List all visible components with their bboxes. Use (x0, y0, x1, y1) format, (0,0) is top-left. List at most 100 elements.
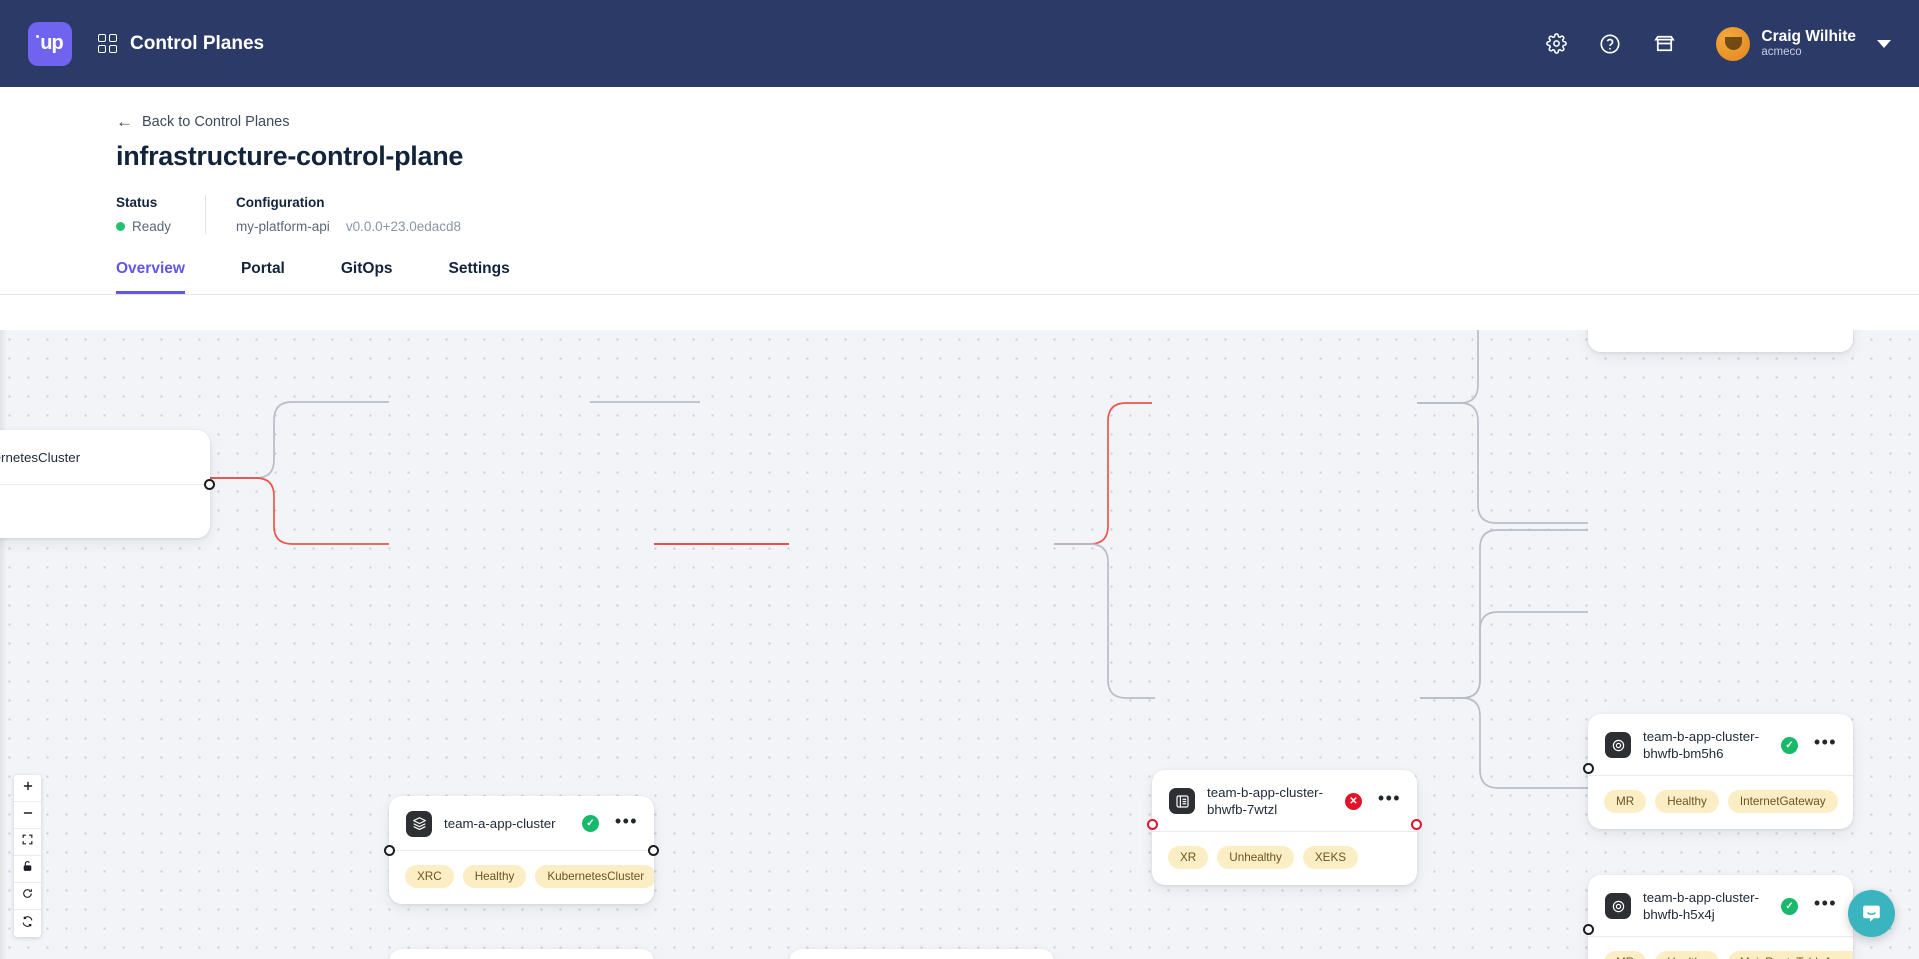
tab-gitops[interactable]: GitOps (340, 260, 393, 277)
zoom-out-button[interactable] (14, 802, 41, 829)
node-tag: XEKS (1302, 846, 1359, 870)
user-name: Craig Wilhite (1761, 27, 1856, 45)
minus-icon (21, 806, 35, 825)
node-handle-left[interactable] (1583, 924, 1594, 935)
node-handle-right[interactable] (648, 845, 659, 856)
tab-underline (0, 294, 1919, 295)
node-tag-list: XR Unhealthy XEKS (1152, 832, 1417, 885)
logo-dot (36, 35, 40, 38)
node-title: team-b-app-cluster-bhwfb-7wtzl (1207, 785, 1324, 818)
node-tag: MR (1604, 790, 1647, 814)
node-menu-button[interactable]: ••• (614, 810, 638, 831)
node-handle-right[interactable] (1411, 819, 1422, 830)
fit-view-button[interactable] (14, 829, 41, 856)
target-icon (1605, 893, 1631, 920)
page-header: ← Back to Control Planes infrastructure-… (0, 87, 1919, 234)
user-menu[interactable]: Craig Wilhite acmeco (1716, 26, 1891, 61)
graph-node-team-b-app-cluster-bhwfb-7wtzl[interactable]: team-b-app-cluster-bhwfb-7wtzl ✕ ••• XR Unhe… (1152, 770, 1417, 886)
status-value: Ready (132, 219, 172, 234)
node-menu-button[interactable]: ••• (1377, 788, 1401, 809)
configuration-value: my-platform-api v0.0.0+23.0edacd8 (236, 219, 461, 234)
marketplace-icon[interactable] (1648, 28, 1680, 60)
node-divider (1588, 936, 1853, 938)
logo-text: up (40, 32, 63, 54)
node-tag: MainRouteTableAssoc (1727, 951, 1853, 959)
node-tag-list: MR Healthy InternetGateway (1588, 776, 1853, 829)
node-handle-right[interactable] (204, 479, 215, 490)
page-title: infrastructure-control-plane (116, 141, 464, 171)
chevron-down-icon[interactable] (1877, 39, 1891, 48)
graph-node-team-b-app-cluster-bhwfb[interactable]: team-b-app-cluster-bhwfb✕•••XRUnhealthyX… (789, 949, 1054, 959)
node-menu-button[interactable]: ••• (1813, 732, 1837, 753)
lock-icon (21, 860, 34, 878)
graph-edges (210, 330, 1588, 789)
node-divider (1152, 831, 1417, 833)
graph-node-team-b-app-cluster-bhwfb-bm5h6[interactable]: team-b-app-cluster-bhwfb-bm5h6 ✓ ••• MR Heal… (1588, 714, 1853, 830)
node-divider (389, 850, 654, 851)
grid-icon (98, 34, 117, 53)
graph-node-team-b-app-cluster-bhwfb-h5x4j[interactable]: team-b-app-cluster-bhwfb-h5x4j ✓ ••• MR Heal… (1588, 875, 1853, 959)
lock-button[interactable] (14, 856, 41, 883)
graph-node-partial[interactable]: x x (1588, 330, 1853, 352)
status-healthy-icon: ✓ (1780, 736, 1798, 754)
support-chat-button[interactable] (1848, 890, 1895, 937)
tab-bar: Overview Portal GitOps Settings (0, 260, 1919, 294)
node-tag: InternetGateway (1727, 790, 1838, 814)
node-title: team-b-app-cluster-bhwfb-h5x4j (1643, 890, 1760, 923)
graph-node-kubernetescluster[interactable]: KKubernetesClusterAPI (0, 430, 210, 538)
status-dot-icon (116, 222, 125, 231)
status-healthy-icon: ✓ (1780, 897, 1798, 915)
nav-title: Control Planes (130, 32, 265, 54)
refresh-icon (21, 887, 34, 905)
meta-row: Status Ready Configuration my-platform-a… (116, 195, 1919, 234)
node-divider (0, 484, 210, 485)
status-unhealthy-icon: ✕ (1344, 792, 1362, 810)
gear-icon[interactable] (1540, 28, 1572, 60)
configuration-block: Configuration my-platform-api v0.0.0+23.… (205, 195, 495, 234)
node-tag: XR (1168, 846, 1209, 870)
node-tag-list: MR Healthy MainRouteTableAssoc (1588, 937, 1853, 959)
node-tag: KubernetesCluster (535, 865, 654, 888)
canvas-controls[interactable] (14, 775, 41, 937)
help-circle-icon[interactable] (1594, 28, 1626, 60)
configuration-label: Configuration (236, 195, 325, 210)
back-to-control-planes-link[interactable]: ← Back to Control Planes (116, 113, 290, 130)
node-title: team-b-app-cluster-bhwfb-bm5h6 (1643, 729, 1760, 762)
fit-screen-icon (21, 833, 34, 851)
records-icon (1169, 788, 1195, 815)
refresh-button[interactable] (14, 883, 41, 910)
node-tag-list: API (0, 485, 210, 538)
tab-portal[interactable]: Portal (240, 260, 285, 277)
configuration-version: v0.0.0+23.0edacd8 (345, 219, 462, 234)
node-title: KubernetesCluster (0, 449, 81, 465)
node-menu-button[interactable]: ••• (1813, 893, 1837, 914)
sync-button[interactable] (14, 910, 41, 937)
upbound-logo[interactable]: up (28, 21, 72, 66)
top-navigation-bar: up Control Planes Craig Wilhite acmeco (0, 0, 1919, 87)
node-divider (1588, 775, 1853, 777)
zoom-in-button[interactable] (14, 775, 41, 802)
node-handle-left[interactable] (1147, 819, 1158, 830)
node-handle-left[interactable] (1583, 763, 1594, 774)
avatar (1716, 26, 1751, 61)
node-tag: Healthy (1655, 790, 1719, 814)
arrow-left-icon: ← (116, 112, 133, 131)
layers-icon (406, 810, 432, 837)
tab-settings[interactable]: Settings (448, 260, 510, 277)
node-tag: Healthy (1655, 951, 1719, 959)
back-link-label: Back to Control Planes (142, 113, 290, 130)
status-label: Status (116, 195, 158, 210)
node-handle-left[interactable] (384, 845, 395, 856)
node-tag: MR (1604, 951, 1647, 959)
node-tag: Unhealthy (1217, 846, 1294, 870)
user-org: acmeco (1761, 45, 1802, 58)
resource-graph-canvas[interactable]: x x KKubernetesClusterAPIteam-a-app-clus… (0, 330, 1919, 959)
plus-icon (21, 779, 35, 798)
chat-bubble-icon (1862, 905, 1880, 922)
tab-overview[interactable]: Overview (116, 260, 185, 294)
graph-node-team-b-app-cluster[interactable]: team-b-app-cluster✕•••XRCUnhealthyKubern… (389, 949, 654, 959)
node-tag: XRC (405, 865, 454, 888)
status-healthy-icon: ✓ (581, 815, 599, 832)
